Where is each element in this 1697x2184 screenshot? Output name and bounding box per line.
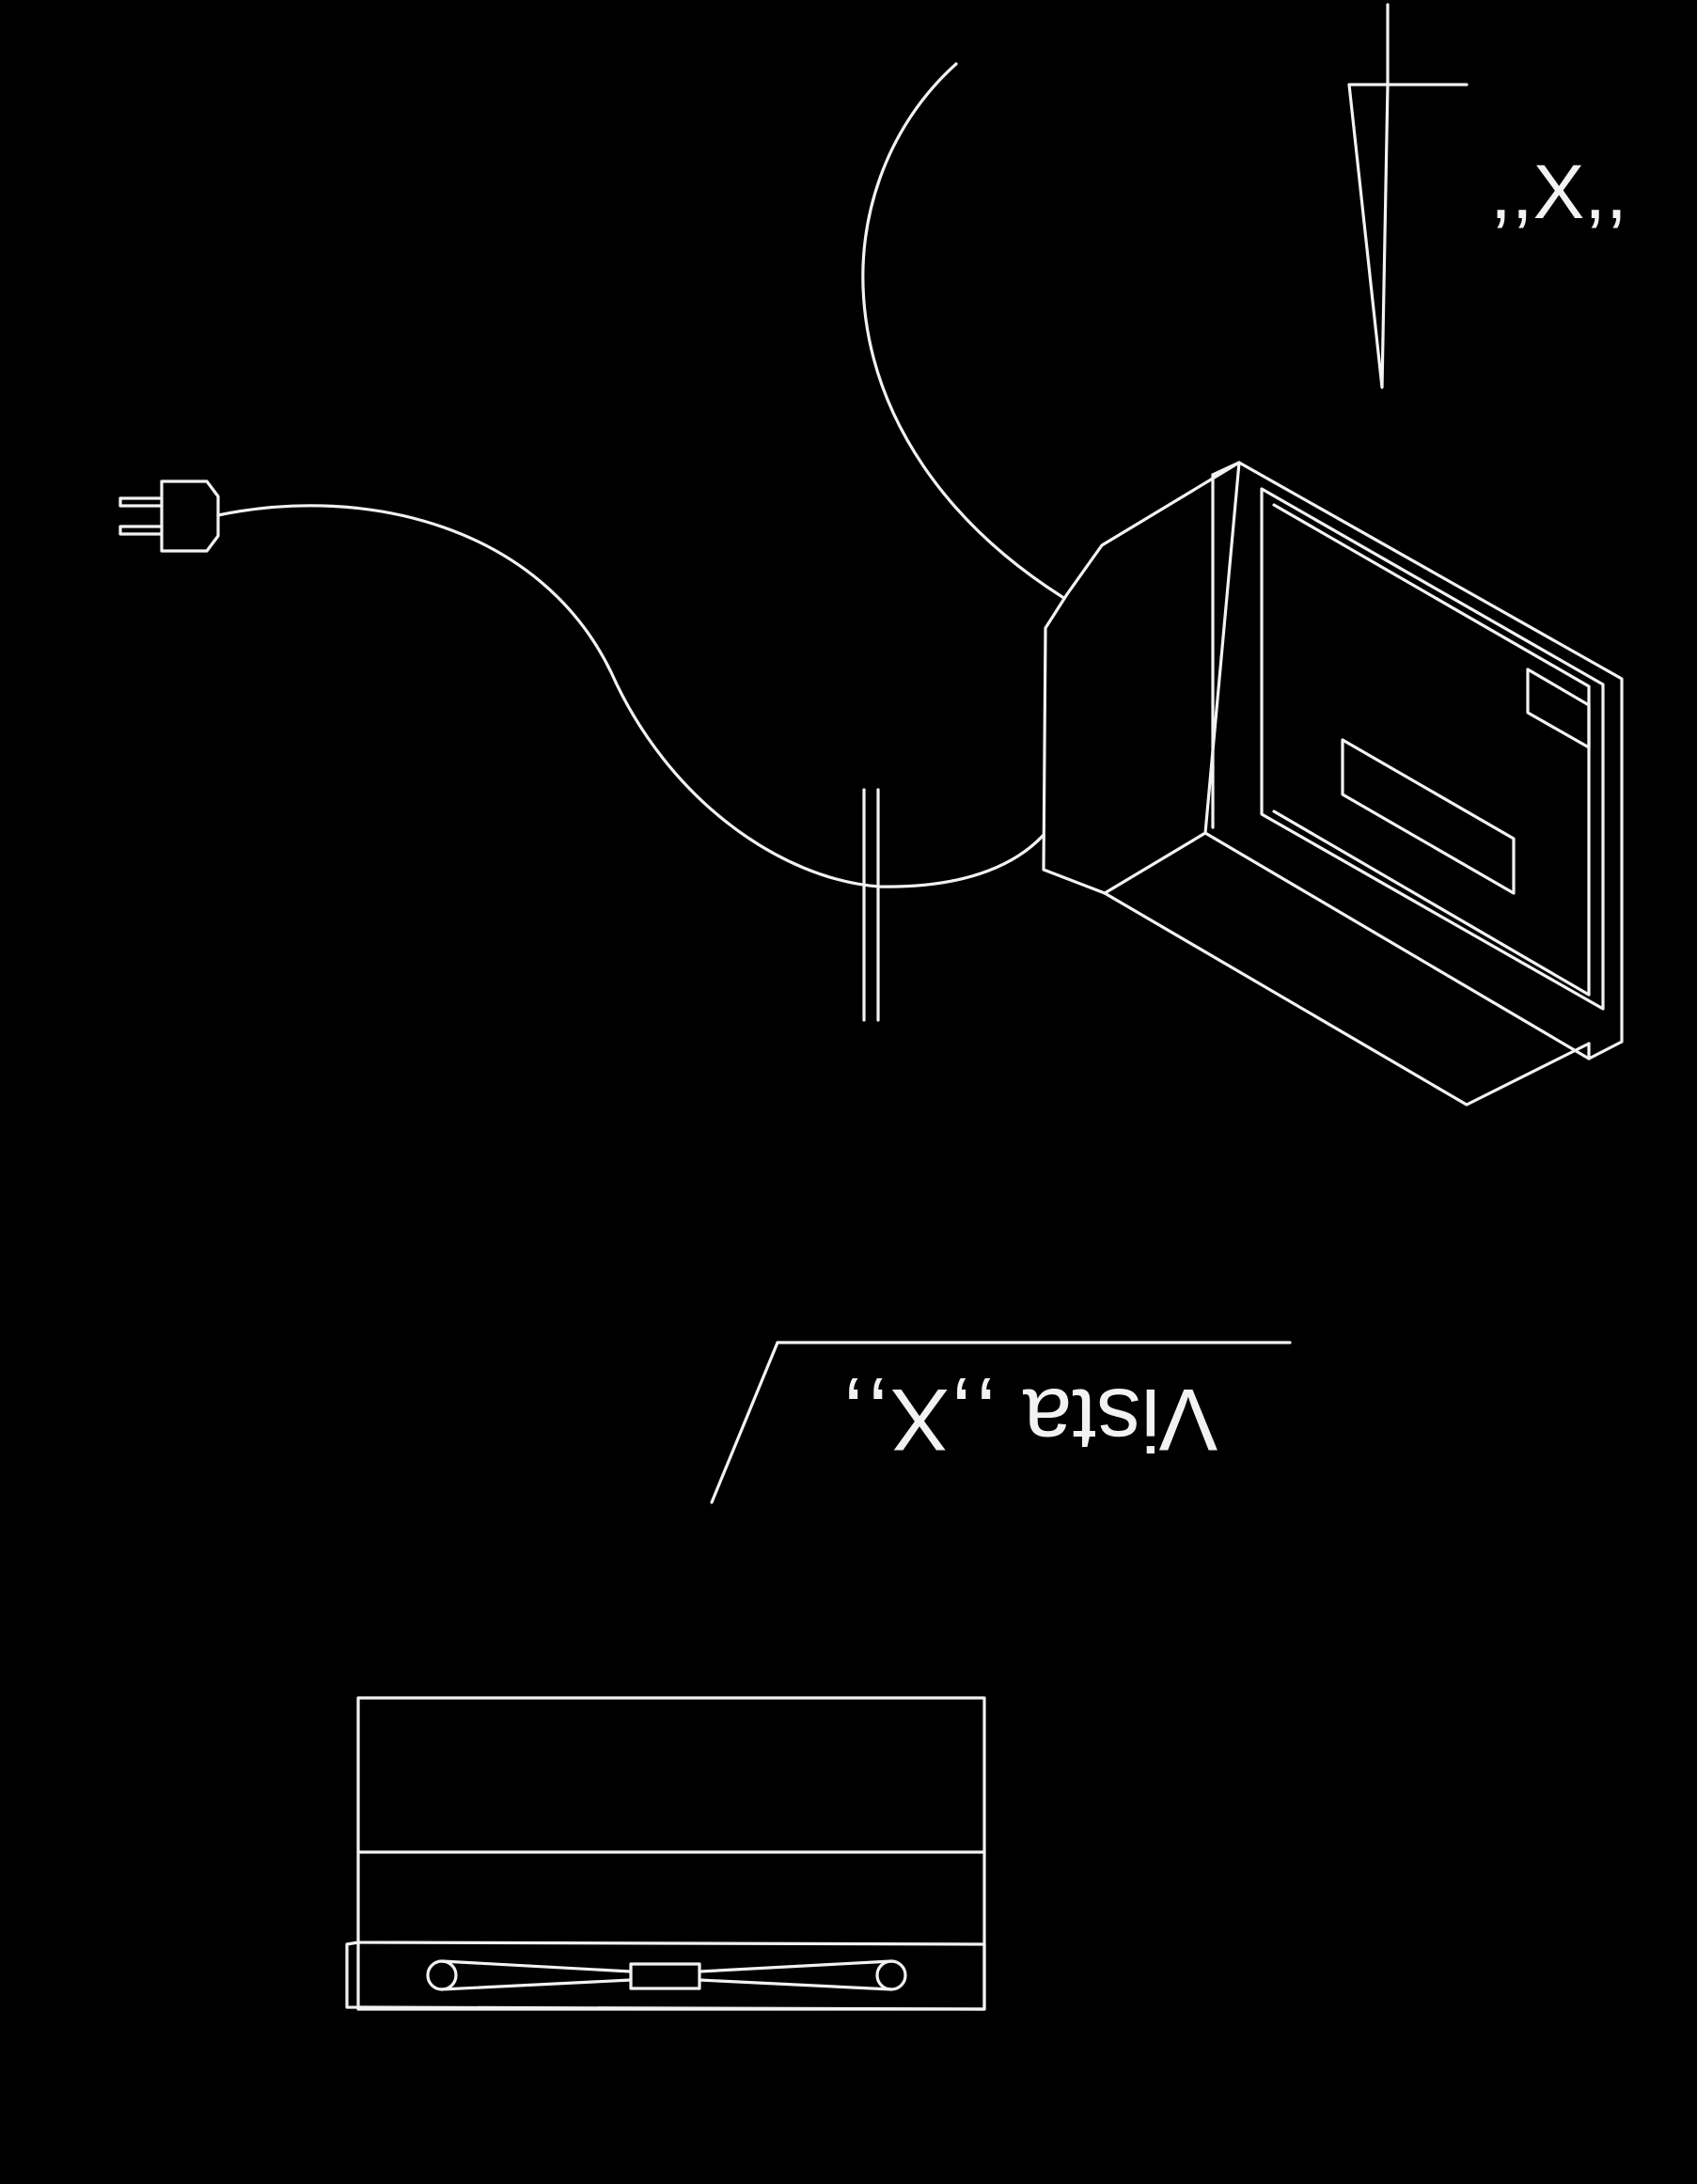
power-plug	[118, 479, 220, 553]
view-marker-label: ,,X,,	[1490, 149, 1627, 235]
view-title-block: Vista ,,X,,	[710, 1341, 1292, 1504]
display-slot	[1341, 738, 1516, 895]
power-cord	[216, 504, 1045, 888]
view-x-elevation	[345, 1696, 986, 2011]
view-arrow-x	[1347, 3, 1469, 389]
indicator-window	[1526, 668, 1591, 749]
view-direction-arc	[861, 62, 1064, 599]
device-housing	[1042, 461, 1624, 1107]
latch-detail	[426, 1959, 907, 1991]
cord-break-marks	[862, 788, 880, 1022]
view-title-label: Vista ,,X,,	[841, 1371, 1218, 1469]
